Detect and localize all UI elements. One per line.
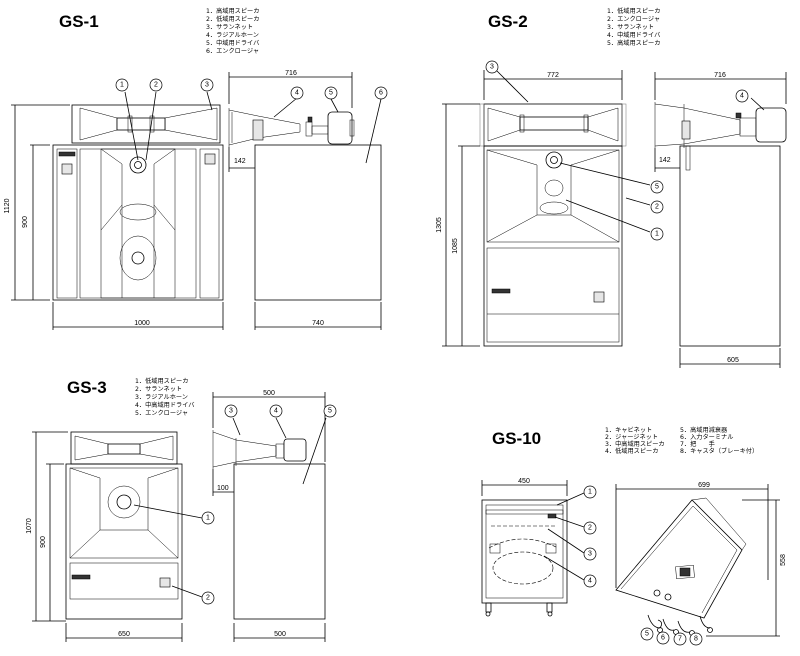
gs2-callouts: 3 4 5 2 1 bbox=[485, 60, 765, 241]
gs10-dim-width: 450 bbox=[518, 478, 530, 485]
gs10-legend-item: 6．入力ターミナル bbox=[680, 433, 733, 441]
gs1-legend-item: 6．エンクロージャ bbox=[206, 48, 259, 55]
gs2-callout: 1 bbox=[655, 231, 659, 238]
gs2-legend: 1．低域用スピーカ 2．エンクロージャ 3．サランネット 4．中域用ドライバ 5… bbox=[607, 7, 660, 47]
gs3-callout: 5 bbox=[328, 408, 332, 415]
gs2-legend-item: 4．中域用ドライバ bbox=[607, 31, 660, 39]
gs3-legend-item: 2．サランネット bbox=[135, 386, 182, 393]
gs2-front-view: 772 1305 1085 bbox=[436, 70, 627, 347]
gs10-callouts: 1 2 3 4 5 6 7 8 bbox=[543, 485, 703, 646]
gs10-callout: 3 bbox=[588, 551, 592, 558]
gs1-section: GS-1 1．高域用スピーカ 2．低域用スピーカ 3．サランネット 4．ラジアル… bbox=[4, 7, 388, 330]
gs1-callout: 5 bbox=[329, 90, 333, 97]
gs3-section: GS-3 1．低域用スピーカ 2．サランネット 3．ラジアルホーン 4．中高域用… bbox=[26, 377, 337, 642]
gs10-callout: 6 bbox=[661, 635, 665, 642]
gs1-callout: 6 bbox=[379, 90, 383, 97]
gs3-dim-depth-total: 500 bbox=[263, 390, 275, 397]
gs1-legend-item: 4．ラジアルホーン bbox=[206, 32, 259, 39]
gs3-legend-item: 5．エンクロージャ bbox=[135, 410, 188, 417]
gs10-tilted-view: 699 558 bbox=[615, 482, 787, 637]
gs3-callout: 2 bbox=[206, 595, 210, 602]
gs1-dim-depth: 740 bbox=[312, 320, 324, 327]
gs1-side-view: 716 142 740 bbox=[228, 70, 382, 330]
gs10-callout: 5 bbox=[645, 631, 649, 638]
gs1-dim-width: 1000 bbox=[134, 320, 150, 327]
gs1-dim-horn-offset: 142 bbox=[234, 158, 246, 165]
gs2-legend-item: 5．高域用スピーカ bbox=[607, 39, 660, 47]
gs2-callout: 2 bbox=[655, 204, 659, 211]
gs1-legend-item: 3．サランネット bbox=[206, 24, 253, 31]
gs10-title: GS-10 bbox=[492, 429, 541, 448]
gs3-legend: 1．低域用スピーカ 2．サランネット 3．ラジアルホーン 4．中高域用ドライバ … bbox=[135, 377, 195, 417]
gs10-legend-item: 5．高域用減衰器 bbox=[680, 426, 728, 434]
gs1-front-view: 1120 900 1000 bbox=[4, 104, 224, 330]
gs10-callout: 4 bbox=[588, 578, 592, 585]
gs3-dim-depth: 500 bbox=[274, 631, 286, 638]
gs1-callout: 4 bbox=[295, 90, 299, 97]
gs2-dim-width: 772 bbox=[547, 72, 559, 79]
gs2-legend-item: 1．低域用スピーカ bbox=[607, 7, 660, 15]
gs10-dim-tilted-depth: 699 bbox=[698, 482, 710, 489]
gs10-legend: 1．キャビネット 2．ジャージネット 3．中高域用スピーカ 4．低域用スピーカ … bbox=[605, 426, 758, 455]
gs3-callout: 4 bbox=[274, 408, 278, 415]
gs1-callouts: 1 2 3 4 5 6 bbox=[115, 78, 388, 164]
gs1-callout: 3 bbox=[205, 82, 209, 89]
gs10-legend-item: 7．把 手 bbox=[680, 440, 715, 448]
gs2-dim-depth-total: 716 bbox=[714, 72, 726, 79]
gs2-dim-height-total: 1305 bbox=[436, 217, 443, 233]
gs10-callout: 8 bbox=[694, 636, 698, 643]
gs2-dim-horn-offset: 142 bbox=[659, 157, 671, 164]
gs3-dim-horn-offset: 100 bbox=[217, 485, 229, 492]
gs3-legend-item: 1．低域用スピーカ bbox=[135, 377, 188, 385]
gs3-callout: 1 bbox=[206, 515, 210, 522]
gs3-callout: 3 bbox=[229, 408, 233, 415]
gs2-side-view: 716 142 605 bbox=[654, 72, 787, 368]
gs10-dim-height: 558 bbox=[780, 554, 787, 566]
gs1-legend-item: 1．高域用スピーカ bbox=[206, 7, 259, 15]
gs2-title: GS-2 bbox=[488, 12, 528, 31]
gs2-callout: 3 bbox=[490, 64, 494, 71]
gs3-title: GS-3 bbox=[67, 378, 107, 397]
gs10-callout: 1 bbox=[588, 489, 592, 496]
gs3-dim-height-total: 1070 bbox=[26, 518, 33, 534]
gs10-callout: 7 bbox=[678, 636, 682, 643]
gs1-legend: 1．高域用スピーカ 2．低域用スピーカ 3．サランネット 4．ラジアルホーン 5… bbox=[206, 7, 259, 55]
gs2-callout: 5 bbox=[655, 184, 659, 191]
gs1-dim-depth-total: 716 bbox=[285, 70, 297, 77]
gs1-dim-height-total: 1120 bbox=[4, 198, 11, 213]
gs10-callout: 2 bbox=[588, 525, 592, 532]
gs3-legend-item: 3．ラジアルホーン bbox=[135, 394, 188, 401]
gs10-legend-item: 2．ジャージネット bbox=[605, 434, 658, 441]
gs3-side-view: 500 100 500 bbox=[212, 390, 326, 642]
gs3-dim-height-body: 900 bbox=[40, 536, 47, 548]
gs2-legend-item: 3．サランネット bbox=[607, 24, 654, 31]
gs3-dim-width: 650 bbox=[118, 631, 130, 638]
gs10-legend-item: 4．低域用スピーカ bbox=[605, 447, 658, 455]
gs2-dim-depth: 605 bbox=[727, 357, 739, 364]
gs1-callout: 2 bbox=[154, 82, 158, 89]
gs10-legend-item: 3．中高域用スピーカ bbox=[605, 440, 665, 448]
gs10-section: GS-10 1．キャビネット 2．ジャージネット 3．中高域用スピーカ 4．低域… bbox=[481, 426, 787, 646]
gs2-section: GS-2 1．低域用スピーカ 2．エンクロージャ 3．サランネット 4．中域用ド… bbox=[436, 7, 787, 368]
gs2-legend-item: 2．エンクロージャ bbox=[607, 16, 660, 23]
gs10-front-view: 450 bbox=[481, 478, 568, 617]
gs1-legend-item: 5．中域用ドライバ bbox=[206, 39, 259, 47]
gs3-legend-item: 4．中高域用ドライバ bbox=[135, 401, 195, 409]
gs10-legend-item: 1．キャビネット bbox=[605, 426, 652, 434]
gs2-callout: 4 bbox=[740, 93, 744, 100]
gs2-dim-height-body: 1085 bbox=[452, 238, 459, 254]
gs1-title: GS-1 bbox=[59, 12, 99, 31]
gs1-callout: 1 bbox=[120, 82, 124, 89]
gs1-legend-item: 2．低域用スピーカ bbox=[206, 15, 259, 23]
gs3-front-view: 1070 900 650 bbox=[26, 431, 183, 642]
gs10-legend-item: 8．キャスタ（ブレーキ付） bbox=[680, 447, 758, 455]
gs3-callouts: 3 4 5 1 2 bbox=[133, 404, 337, 605]
gs1-dim-height-body: 900 bbox=[22, 216, 29, 228]
